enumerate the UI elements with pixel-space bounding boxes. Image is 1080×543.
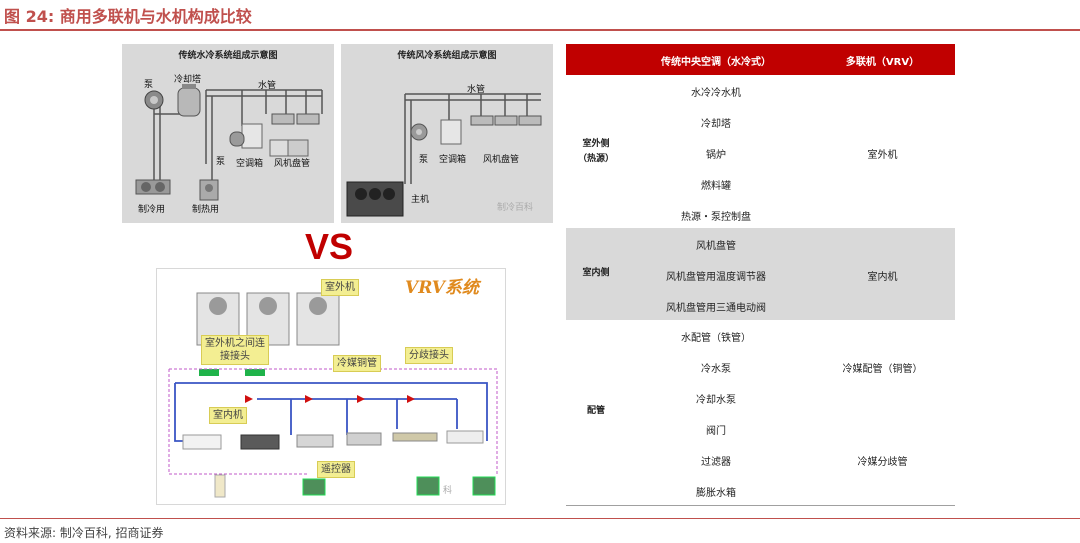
table-cell: 过滤器 (701, 457, 731, 468)
header-vrv: 多联机（VRV） (845, 57, 920, 68)
ahu-label: 空调箱 (236, 159, 264, 169)
connector-callout-line2: 接接头 (220, 351, 250, 362)
indoor-unit-callout: 室内机 (209, 407, 247, 424)
fcu-icon (470, 115, 542, 126)
connector-callout-line1: 室外机之间连 (205, 338, 265, 349)
flow-arrow-icons (245, 395, 415, 403)
table-cell: 冷水泵 (701, 364, 731, 375)
control-wiring (168, 368, 498, 475)
outdoor-unit-callout: 室外机 (321, 279, 359, 296)
pump-label: 泵 (419, 155, 429, 165)
category-line: （热源） (577, 154, 614, 164)
ahu-icon (229, 123, 263, 149)
water-system-schematic (135, 84, 323, 201)
table-cell: 冷媒配管（铜管） (842, 364, 923, 375)
table-cell: 冷却塔 (701, 119, 731, 130)
chiller-label: 制冷用 (138, 205, 166, 215)
water-diagram-title: 传统水冷系统组成示意图 (178, 51, 278, 61)
air-system-schematic (346, 93, 542, 217)
vrv-watermark: 科 (443, 486, 453, 496)
outdoor-category: 室外侧 （热源） (566, 137, 626, 167)
heater-label: 制热用 (192, 205, 220, 215)
header-water-system: 传统中央空调（水冷式） (661, 57, 771, 68)
indoor-section: 室内侧 风机盘管 风机盘管用温度调节器 风机盘管用三通电动阀 室内机 (566, 228, 955, 320)
category-line: 室外侧 (582, 139, 610, 149)
vrv-system-diagram: VRV系统 室外机 室外机之间连 接接头 冷媒铜管 分歧接头 室内机 遥控器 科 (156, 268, 506, 505)
table-bottom-rule (566, 505, 955, 506)
outdoor-connector-icon (199, 369, 265, 376)
remote-callout: 遥控器 (317, 461, 355, 478)
table-cell: 风机盘管用三通电动阀 (666, 303, 766, 314)
table-header-row: 传统中央空调（水冷式） 多联机（VRV） (566, 44, 955, 75)
connector-callout: 室外机之间连 接接头 (201, 335, 269, 365)
water-pipe-label: 水管 (258, 81, 277, 91)
category-line: 配管 (586, 406, 605, 416)
air-system-diagram: 传统风冷系统组成示意图 水管 (341, 44, 553, 223)
source-note: 资料来源: 制冷百科, 招商证券 (4, 526, 164, 540)
table-cell: 室内机 (867, 272, 898, 283)
table-cell: 冷却水泵 (696, 395, 736, 406)
indoor-unit-icons (182, 430, 484, 450)
table-cell: 水配管（铁管） (681, 333, 751, 344)
fcu-label: 风机盘管 (274, 159, 311, 169)
piping-section: 配管 水配管（铁管） 冷水泵 冷却水泵 阀门 过滤器 膨胀水箱 冷媒配管（铜管）… (566, 320, 955, 506)
pump-icon (410, 123, 428, 141)
table-cell: 燃料罐 (701, 181, 731, 192)
table-cell: 阀门 (706, 426, 726, 437)
footer-divider (0, 518, 1080, 519)
table-cell: 室外机 (867, 150, 898, 161)
ahu-label: 空调箱 (439, 155, 467, 165)
air-panel-watermark: 制冷百科 (497, 203, 534, 213)
pump2-label: 泵 (216, 157, 226, 167)
branch-joint-callout: 分歧接头 (405, 347, 453, 364)
table-cell: 锅炉 (706, 150, 726, 161)
remote-controller-icons (214, 474, 496, 498)
table-cell: 热源・泵控制盘 (681, 212, 751, 223)
piping-category: 配管 (566, 404, 626, 419)
vrv-title: VRV系统 (405, 278, 479, 298)
outdoor-section: 室外侧 （热源） 水冷冷水机 冷却塔 锅炉 燃料罐 热源・泵控制盘 室外机 (566, 75, 955, 228)
cooling-tower-label: 冷却塔 (174, 75, 202, 85)
air-diagram-title: 传统风冷系统组成示意图 (397, 51, 497, 61)
table-cell: 冷媒分歧管 (857, 457, 908, 468)
table-cell: 风机盘管 (696, 241, 736, 252)
vs-text: VS (305, 226, 354, 267)
figure-title: 图 24: 商用多联机与水机构成比较 (4, 7, 252, 26)
heater-icon (199, 179, 219, 201)
fcu-icon (269, 113, 320, 157)
fcu-label: 风机盘管 (483, 155, 520, 165)
category-line: 室内侧 (582, 268, 610, 278)
table-cell: 水冷冷水机 (691, 88, 741, 99)
indoor-category: 室内侧 (566, 266, 626, 281)
ahu-icon (440, 119, 462, 145)
host-unit-icon (346, 181, 404, 217)
chiller-icon (135, 179, 171, 195)
pump-label: 泵 (144, 80, 154, 90)
water-pipe-label: 水管 (467, 85, 486, 95)
comparison-table: 传统中央空调（水冷式） 多联机（VRV） 室外侧 （热源） 水冷冷水机 冷却塔 … (566, 44, 955, 506)
table-cell: 膨胀水箱 (696, 488, 736, 499)
header-divider (0, 29, 1080, 31)
water-system-diagram: 传统水冷系统组成示意图 (122, 44, 334, 223)
pump-icon (144, 90, 164, 110)
figure-header: 图 24: 商用多联机与水机构成比较 (0, 0, 1080, 31)
refrigerant-pipe-callout: 冷媒铜管 (333, 355, 381, 372)
cooling-tower-icon (177, 84, 201, 117)
host-label: 主机 (411, 195, 430, 205)
table-cell: 风机盘管用温度调节器 (666, 272, 766, 283)
vrv-system-schematic (168, 292, 498, 498)
